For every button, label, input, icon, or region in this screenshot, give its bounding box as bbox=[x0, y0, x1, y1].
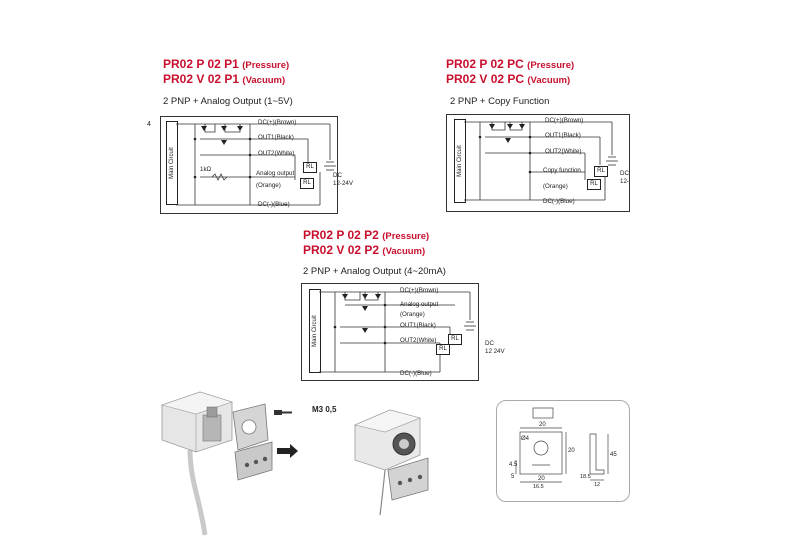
dim-side-offset: 18.5 bbox=[580, 474, 591, 480]
diagram-b-dc-minus: DC(-)(Blue) bbox=[543, 198, 575, 205]
diagram-a-title-2: PR02 V 02 P1 (Vacuum) bbox=[163, 72, 286, 86]
diagram-c-analog-color: (Orange) bbox=[400, 311, 425, 318]
dim-bracket-height: 45 bbox=[610, 452, 617, 458]
diagram-b-dc-plus: DC(+)(Brown) bbox=[545, 117, 584, 124]
dim-side-base: 12 bbox=[594, 482, 601, 488]
diagram-a-supply: DC bbox=[333, 172, 342, 179]
diagram-b-frame bbox=[446, 114, 630, 212]
diagram-b-rl-2: RL bbox=[587, 179, 601, 190]
diagram-c-supply: DC bbox=[485, 340, 494, 347]
dim-offset-a: 4.5 bbox=[509, 462, 518, 468]
dim-side-height: 20 bbox=[568, 448, 575, 454]
diagram-b-supply-voltage: 12- bbox=[620, 178, 629, 185]
diagram-b-subtitle: 2 PNP + Copy Function bbox=[450, 96, 550, 107]
diagram-b-rl-1: RL bbox=[594, 166, 608, 177]
diagram-a-resistor-label: 1kΩ bbox=[200, 166, 212, 173]
diagram-a-frame bbox=[160, 116, 338, 214]
dim-hole-diameter: Ø4 bbox=[521, 436, 530, 442]
dim-offset-b: 5 bbox=[511, 474, 515, 480]
diagram-b-out2: OUT2(White) bbox=[545, 148, 582, 155]
diagram-a-analog-color: (Orange) bbox=[256, 182, 281, 189]
diagram-a-subtitle: 2 PNP + Analog Output (1~5V) bbox=[163, 96, 293, 107]
diagram-a-rl-2: RL bbox=[300, 178, 314, 189]
dim-bottom-width: 20 bbox=[538, 476, 545, 482]
diagram-a-analog: Analog output bbox=[256, 170, 295, 177]
diagram-b-copy-color: (Orange) bbox=[543, 183, 568, 190]
diagram-a-out1: OUT1(Black) bbox=[258, 134, 294, 141]
diagram-c-rl-2: RL bbox=[436, 344, 450, 355]
diagram-c-out1: OUT1(Black) bbox=[400, 322, 436, 329]
diagram-c-out2: OUT2(White) bbox=[400, 337, 437, 344]
dim-bottom-total: 16.5 bbox=[533, 484, 544, 490]
diagram-a-title-1: PR02 P 02 P1 (Pressure) bbox=[163, 57, 290, 71]
diagram-a-supply-voltage: 12-24V bbox=[333, 180, 353, 187]
diagram-b-supply: DC bbox=[620, 170, 629, 177]
page-number: 4 bbox=[147, 121, 151, 128]
diagram-a-main-circuit: Main Circuit bbox=[166, 121, 178, 205]
diagram-c-dc-minus: DC(-)(Blue) bbox=[400, 370, 432, 377]
diagram-b-title-1: PR02 P 02 PC (Pressure) bbox=[446, 57, 575, 71]
diagram-c-frame bbox=[301, 283, 479, 381]
diagram-b-main-circuit: Main Circuit bbox=[454, 119, 466, 203]
dim-top-width: 20 bbox=[539, 422, 546, 428]
diagram-c-main-circuit: Main Circuit bbox=[309, 289, 321, 373]
diagram-a-out2: OUT2(White) bbox=[258, 150, 295, 157]
diagram-b-title-2: PR02 V 02 PC (Vacuum) bbox=[446, 72, 571, 86]
diagram-a-dc-minus: DC(-)(Blue) bbox=[258, 201, 290, 208]
diagram-a-rl-1: RL bbox=[303, 162, 317, 173]
diagram-c-analog: Analog output bbox=[400, 301, 439, 308]
diagram-c-rl-1: RL bbox=[448, 334, 462, 345]
diagram-a-dc-plus: DC(+)(Brown) bbox=[258, 119, 297, 126]
diagram-c-title-2: PR02 V 02 P2 (Vacuum) bbox=[303, 243, 426, 257]
diagram-c-title-1: PR02 P 02 P2 (Pressure) bbox=[303, 228, 430, 242]
screw-label: M3 0,5 bbox=[312, 405, 337, 414]
diagram-b-copy: Copy function bbox=[543, 167, 581, 174]
diagram-c-dc-plus: DC(+)(Brown) bbox=[400, 287, 439, 294]
diagram-c-supply-voltage: 12 24V bbox=[485, 348, 505, 355]
diagram-b-out1: OUT1(Black) bbox=[545, 132, 581, 139]
diagram-c-subtitle: 2 PNP + Analog Output (4~20mA) bbox=[303, 266, 446, 277]
